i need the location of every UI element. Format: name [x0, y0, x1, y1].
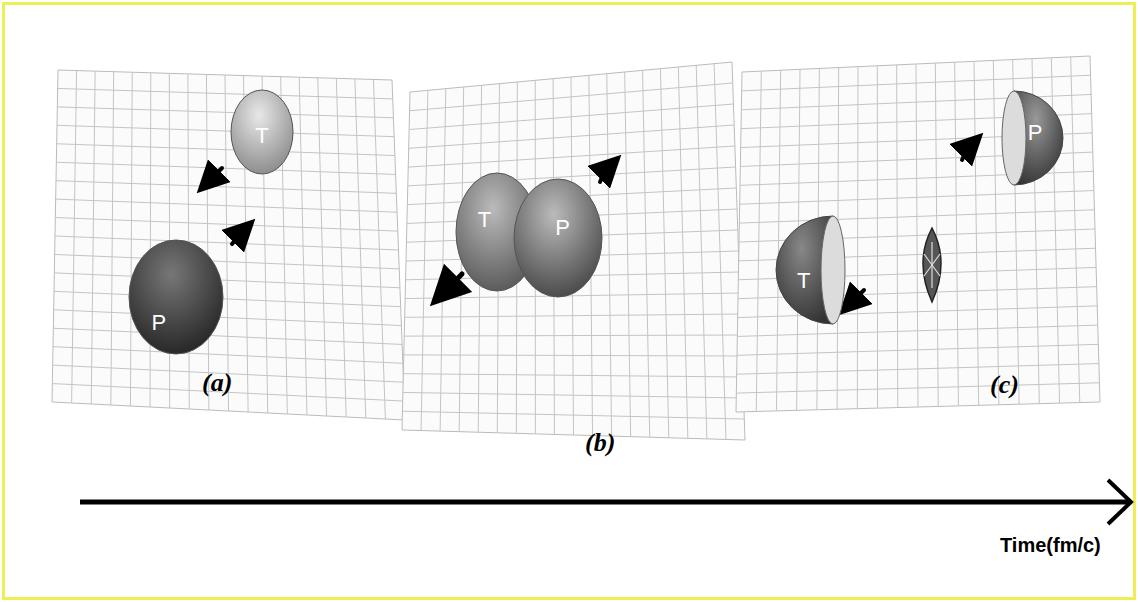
nucleus: P: [513, 178, 603, 298]
axis-label: Time(fm/c): [1000, 535, 1101, 555]
nucleus: P: [128, 239, 224, 355]
nucleus-label: T: [255, 125, 268, 147]
panel-label: (b): [585, 430, 615, 456]
nucleus-label: P: [151, 312, 166, 334]
nucleus-shape: [128, 239, 224, 355]
panel-label: (c): [990, 372, 1019, 398]
nucleus-label: P: [555, 217, 570, 239]
nucleus-shape: [775, 215, 847, 325]
fireball: [923, 228, 941, 302]
time-axis: [80, 480, 1131, 524]
nucleus-label: T: [797, 270, 810, 292]
grid-plane: [52, 56, 1100, 440]
nucleus-label: T: [478, 209, 491, 231]
nucleus: P: [1000, 90, 1064, 186]
panel-label: (a): [202, 370, 232, 396]
motion-arrows: [208, 144, 972, 304]
nucleus-label: P: [1028, 122, 1043, 144]
nucleus: T: [230, 89, 294, 175]
nucleus: T: [775, 215, 847, 325]
